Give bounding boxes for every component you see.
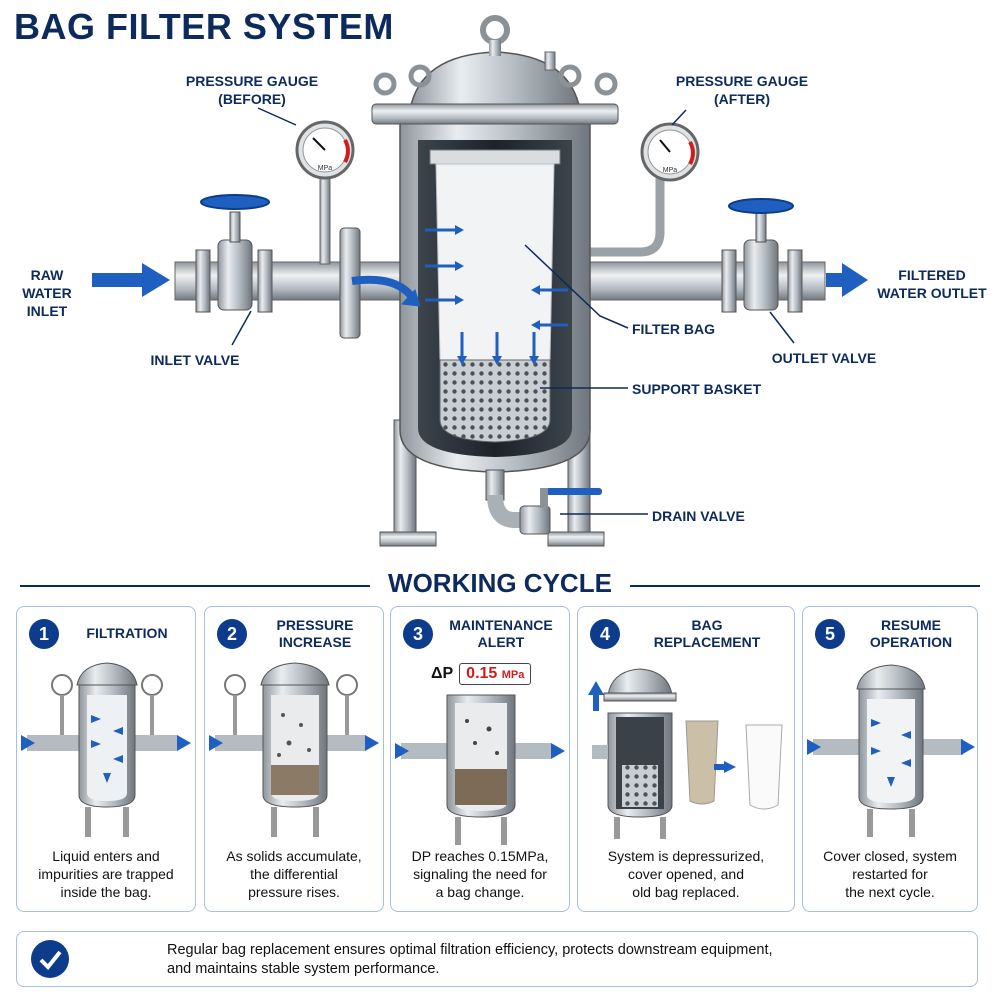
step-title: FILTRATION bbox=[86, 625, 168, 641]
step-title: PRESSURE INCREASE bbox=[276, 617, 354, 650]
support-legs bbox=[379, 419, 605, 547]
summary-note: Regular bag replacement ensures optimal … bbox=[16, 931, 978, 987]
step-title: RESUME OPERATION bbox=[869, 617, 953, 650]
inlet-valve bbox=[200, 194, 270, 311]
outlet-valve bbox=[728, 198, 794, 311]
label-pressure-gauge-before: PRESSURE GAUGE (BEFORE) bbox=[185, 73, 319, 107]
dp-value: 0.15 bbox=[466, 665, 498, 682]
checkmark-icon bbox=[31, 940, 69, 978]
dp-symbol: ΔP bbox=[431, 665, 454, 682]
cycle-step-maintenance-alert: 3 MAINTENANCE ALERT ΔP 0.15 MPa DP reache… bbox=[390, 606, 570, 912]
step-title: MAINTENANCE ALERT bbox=[449, 617, 553, 650]
step-number: 4 bbox=[590, 619, 620, 649]
divider-left bbox=[20, 585, 370, 587]
drain-valve bbox=[485, 469, 602, 535]
pressure-gauge-after: MPa bbox=[590, 122, 700, 257]
working-cycle-title: WORKING CYCLE bbox=[388, 568, 612, 598]
filtered-water-arrow bbox=[826, 263, 868, 297]
summary-note-text: Regular bag replacement ensures optimal … bbox=[167, 942, 773, 977]
gauge-unit-before: MPa bbox=[318, 165, 333, 172]
label-pressure-gauge-after: PRESSURE GAUGE (AFTER) bbox=[675, 73, 809, 107]
raw-water-arrow bbox=[92, 263, 170, 297]
pressure-gauge-before: MPa bbox=[295, 120, 355, 265]
cycle-step-pressure-increase: 2 PRESSURE INCREASE As solids accumulate… bbox=[204, 606, 384, 912]
filter-bag bbox=[429, 149, 561, 361]
bag-filter-diagram: MPa MPa bbox=[92, 15, 868, 547]
cycle-step-resume-operation: 5 RESUME OPERATION Cover closed, system … bbox=[802, 606, 978, 912]
cycle-step-filtration: 1 FILTRATION Liquid enters and impuritie… bbox=[16, 606, 196, 912]
step-illustration bbox=[807, 664, 975, 837]
label-filter-bag: FILTER BAG bbox=[632, 321, 715, 337]
step-number: 1 bbox=[29, 619, 59, 649]
label-outlet-valve: OUTLET VALVE bbox=[771, 350, 877, 366]
label-inlet-valve: INLET VALVE bbox=[150, 352, 240, 368]
label-filtered-water-outlet: FILTERED WATER OUTLET bbox=[877, 267, 987, 301]
dp-unit: MPa bbox=[501, 669, 525, 681]
step-description: As solids accumulate, the differential p… bbox=[226, 848, 362, 900]
cycle-step-bag-replacement: 4 BAG REPLACEMENT System is depressurize… bbox=[577, 606, 795, 912]
step-number: 5 bbox=[815, 619, 845, 649]
step-number: 2 bbox=[217, 619, 247, 649]
step-illustration bbox=[395, 694, 565, 845]
step-number: 3 bbox=[403, 619, 433, 649]
gauge-unit-after: MPa bbox=[663, 167, 678, 174]
support-basket bbox=[439, 359, 551, 443]
step-description: DP reaches 0.15MPa, signaling the need f… bbox=[411, 848, 549, 900]
differential-pressure-readout: ΔP 0.15 MPa bbox=[431, 663, 532, 685]
label-raw-water-inlet: RAW WATER INLET bbox=[22, 267, 72, 319]
leader-lines bbox=[231, 107, 795, 515]
label-drain-valve: DRAIN VALVE bbox=[652, 508, 745, 524]
step-description: Liquid enters and impurities are trapped… bbox=[38, 848, 174, 900]
step-title: BAG REPLACEMENT bbox=[653, 617, 761, 650]
flow-arrows bbox=[351, 225, 568, 365]
step-illustration bbox=[588, 668, 783, 839]
divider-right bbox=[630, 585, 980, 587]
step-illustration bbox=[209, 662, 379, 837]
dp-value-box: 0.15 MPa bbox=[459, 663, 532, 685]
page-title: BAG FILTER SYSTEM bbox=[14, 6, 394, 47]
step-description: System is depressurized, cover opened, a… bbox=[607, 848, 765, 900]
step-illustration bbox=[21, 662, 191, 837]
label-support-basket: SUPPORT BASKET bbox=[632, 381, 762, 397]
outlet-pipe bbox=[589, 249, 826, 313]
step-description: Cover closed, system restarted for the n… bbox=[823, 848, 957, 900]
